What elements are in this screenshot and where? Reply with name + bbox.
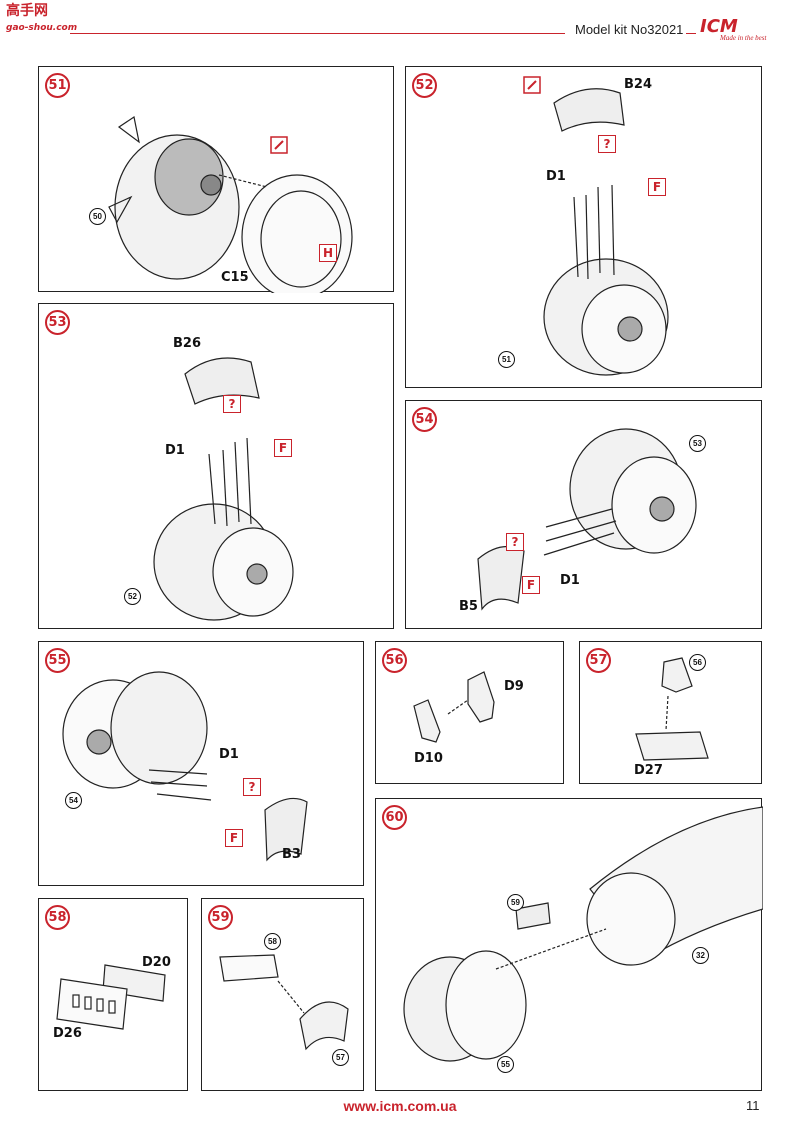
- ref-circle: 56: [689, 654, 706, 671]
- marker-box: F: [225, 829, 243, 847]
- seat-part-drawing-icon: [635, 657, 709, 761]
- part-label: D10: [414, 751, 443, 766]
- part-label: B26: [173, 336, 201, 351]
- step-57-panel: 57 56 D27: [579, 641, 762, 784]
- step-number: 55: [45, 648, 70, 673]
- vent-part-drawing-icon: [56, 964, 166, 1030]
- step-59-panel: 59 58 57: [201, 898, 364, 1091]
- part-label: D1: [219, 747, 239, 762]
- part-label: D1: [546, 169, 566, 184]
- step-58-panel: 58 D20 D26: [38, 898, 188, 1091]
- step-number: 58: [45, 905, 70, 930]
- vent-part-drawing-icon: [219, 954, 349, 1051]
- engine-drawing-icon: [477, 428, 697, 611]
- step-number: 57: [586, 648, 611, 673]
- ref-circle: 51: [498, 351, 515, 368]
- header-rule-right: [686, 33, 696, 34]
- engine-drawing-icon: [108, 116, 353, 293]
- part-label: C15: [221, 270, 249, 285]
- marker-box: ?: [598, 135, 616, 153]
- engine-drawing-icon: [62, 671, 308, 862]
- site-watermark-logo: 高手网 gao-shou.com: [6, 4, 77, 36]
- part-label: D1: [165, 443, 185, 458]
- icm-brand-name: ICM: [700, 16, 738, 37]
- marker-box: F: [522, 576, 540, 594]
- part-label: D20: [142, 955, 171, 970]
- ref-circle: 59: [507, 894, 524, 911]
- page-number: 11: [746, 1098, 760, 1113]
- part-label: B24: [624, 77, 652, 92]
- fuselage-drawing-icon: [403, 806, 763, 1062]
- site-logo-text: 高手网: [6, 3, 48, 19]
- step-number: 51: [45, 73, 70, 98]
- step-number: 59: [208, 905, 233, 930]
- footer-url[interactable]: www.icm.com.ua: [343, 1098, 457, 1114]
- engine-drawing-icon: [153, 357, 294, 621]
- ref-circle: 55: [497, 1056, 514, 1073]
- ref-circle: 54: [65, 792, 82, 809]
- step-number: 52: [412, 73, 437, 98]
- part-label: B5: [459, 599, 478, 614]
- site-logo-url: gao-shou.com: [6, 23, 78, 33]
- kit-title: Model kit No32021: [575, 22, 684, 37]
- step-54-panel: 54 53 D1 B5 ? F: [405, 400, 762, 629]
- step-55-panel: 55 D1 B3 54 ? F: [38, 641, 364, 886]
- icm-brand-tagline: Made in the best: [720, 34, 767, 42]
- step-number: 60: [382, 805, 407, 830]
- ref-circle: 52: [124, 588, 141, 605]
- icm-brand-logo: ICM Made in the best: [700, 16, 782, 42]
- step-52-panel: 52 B24 D1 51 ? F: [405, 66, 762, 388]
- step-number: 54: [412, 407, 437, 432]
- part-label: D9: [504, 679, 524, 694]
- marker-box: F: [648, 178, 666, 196]
- header-rule-left: [70, 33, 565, 34]
- ref-circle: 50: [89, 208, 106, 225]
- part-label: B3: [282, 847, 301, 862]
- step-56-panel: 56 D9 D10: [375, 641, 564, 784]
- ref-circle: 58: [264, 933, 281, 950]
- part-label: D1: [560, 573, 580, 588]
- ref-circle: 57: [332, 1049, 349, 1066]
- step-51-panel: 51 50 C15 H: [38, 66, 394, 293]
- ref-circle: 53: [689, 435, 706, 452]
- marker-box: H: [319, 244, 337, 262]
- paint-mark-icon: [523, 76, 541, 94]
- step-number: 53: [45, 310, 70, 335]
- marker-box: F: [274, 439, 292, 457]
- step-53-panel: 53 B26 D1 52 ? F: [38, 303, 394, 629]
- marker-box: ?: [506, 533, 524, 551]
- paint-mark-icon: [270, 136, 288, 154]
- seat-part-drawing-icon: [413, 671, 495, 743]
- part-label: D27: [634, 763, 663, 778]
- step-60-panel: 60 59 32 55: [375, 798, 763, 1091]
- marker-box: ?: [243, 778, 261, 796]
- marker-box: ?: [223, 395, 241, 413]
- step-number: 56: [382, 648, 407, 673]
- ref-circle: 32: [692, 947, 709, 964]
- engine-drawing-icon: [543, 88, 669, 376]
- part-label: D26: [53, 1026, 82, 1041]
